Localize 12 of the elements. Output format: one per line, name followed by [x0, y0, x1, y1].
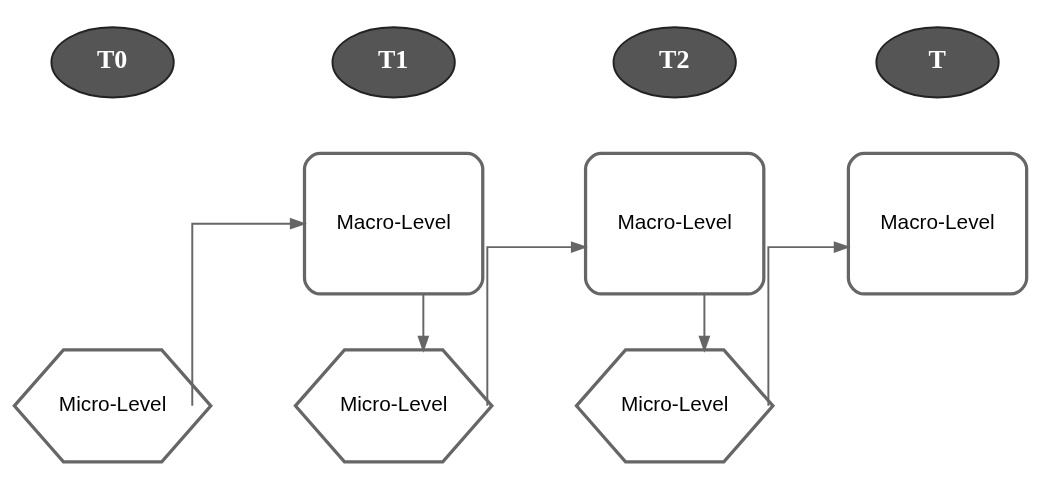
node-ellipse: T0	[50, 25, 175, 98]
arrow	[191, 217, 307, 407]
arrow	[767, 240, 851, 407]
node-box: Macro-Level	[583, 151, 766, 296]
node-box: Macro-Level	[302, 151, 485, 296]
arrow	[417, 292, 430, 353]
node-ellipse: T1	[331, 25, 456, 98]
arrow	[486, 240, 588, 407]
node-ellipse: T	[875, 25, 1000, 98]
arrow	[698, 292, 711, 353]
node-box: Macro-Level	[846, 151, 1029, 296]
node-ellipse: T2	[612, 25, 737, 98]
